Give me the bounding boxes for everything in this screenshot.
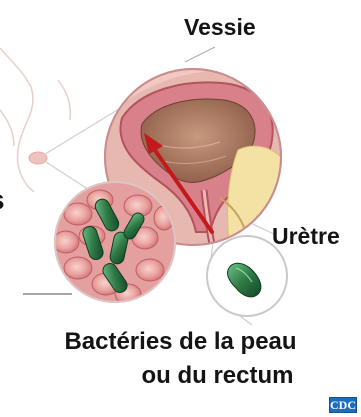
cropped-label-fragment-upper: s — [0, 184, 5, 216]
urethra-label: Urètre — [272, 223, 340, 250]
bladder-label: Vessie — [184, 14, 256, 41]
pelvic-organ-shape — [29, 152, 47, 164]
bacteria-caption-line-1: Bactéries de la peau — [0, 325, 361, 359]
cdc-logo: CDC — [329, 397, 357, 413]
bacteria-caption: Bactéries de la peau ou du rectum — [0, 325, 361, 393]
cdc-logo-text: CDC — [330, 398, 356, 412]
bacteria-caption-line-2: ou du rectum — [0, 359, 361, 393]
